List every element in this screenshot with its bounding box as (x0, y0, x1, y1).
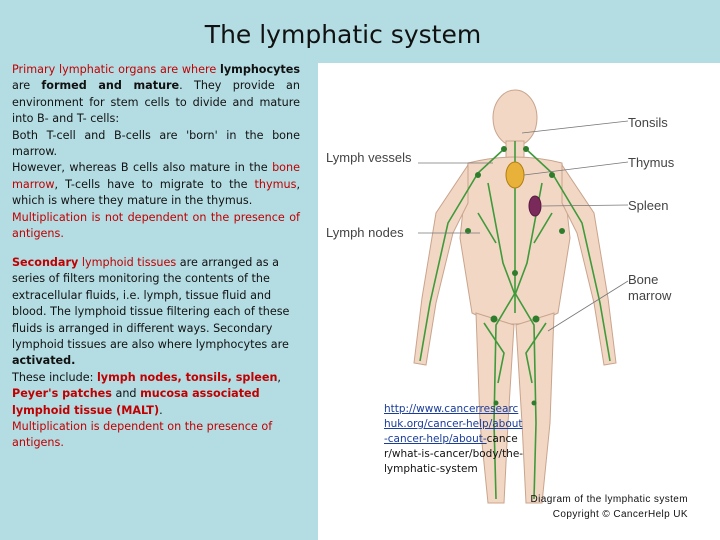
formed-mature-term: formed and mature (41, 79, 180, 93)
label-tonsils: Tonsils (628, 115, 668, 130)
label-lymph-nodes: Lymph nodes (326, 225, 404, 240)
primary-multiplication: Multiplication is not dependent on the p… (12, 210, 300, 241)
secondary-include: These include: (12, 370, 97, 384)
secondary-multiplication: Multiplication is dependent on the prese… (12, 420, 273, 450)
label-lymph-vessels: Lymph vessels (326, 150, 412, 165)
primary-organs-text: Primary lymphatic organs are where lymph… (12, 62, 300, 242)
lymphoid-tissues-term: lymphoid tissues (78, 256, 177, 269)
source-url: http://www.cancerresearchuk.org/cancer-h… (384, 402, 524, 477)
secondary-and: and (111, 387, 141, 401)
primary-line1: lymphatic organs are where (55, 63, 221, 76)
primary-are: are (12, 79, 42, 93)
secondary-comma: , (277, 370, 281, 384)
primary-both: Both T-cell and B-cells are 'born' in th… (12, 128, 300, 159)
bone-marrow-term: bone marrow (12, 161, 300, 191)
primary-however-post: , which is where they mature in the thym… (12, 177, 300, 208)
label-spleen: Spleen (628, 198, 669, 213)
thymus-term: thymus (254, 177, 297, 191)
primary-however-pre: However, whereas B cells also mature in … (12, 161, 273, 175)
caption-line1: Diagram of the lymphatic system (530, 494, 688, 505)
malt-term: mucosa associated lymphoid tissue (MALT) (12, 387, 260, 417)
slide-title: The lymphatic system (204, 20, 482, 49)
peyers-term: Peyer's patches (12, 387, 112, 401)
secondary-body: are arranged as a series of filters moni… (12, 256, 290, 352)
secondary-heading: Secondary (12, 256, 79, 269)
secondary-period: . (159, 403, 163, 417)
figure-caption: Diagram of the lymphatic system Copyrigh… (470, 492, 688, 522)
source-link[interactable]: http://www.cancerresearchuk.org/cancer-h… (384, 403, 523, 445)
lymph-nodes-term: lymph nodes, tonsils, spleen (96, 370, 278, 384)
lymphocytes-term: lymphocytes (220, 63, 300, 76)
primary-after-mature: . They provide an environment for stem c… (12, 79, 300, 126)
caption-copyright: Copyright © CancerHelp UK (552, 509, 688, 520)
activated-term: activated. (12, 354, 76, 368)
primary-however-mid: , T-cells have to migrate to the (54, 177, 255, 191)
label-thymus: Thymus (628, 155, 675, 170)
label-bone: Bone (628, 272, 659, 287)
body-illustration (413, 89, 629, 504)
lymphatic-diagram: Tonsils Thymus Spleen Bone marrow Lymph … (318, 63, 720, 540)
source-url-rest: cancer/what-is-cancer/body/the-lymphatic… (384, 433, 524, 475)
label-marrow: marrow (628, 288, 672, 303)
primary-heading: Primary (12, 63, 56, 76)
secondary-tissues-text: Secondary lymphoid tissues are arranged … (12, 255, 300, 452)
